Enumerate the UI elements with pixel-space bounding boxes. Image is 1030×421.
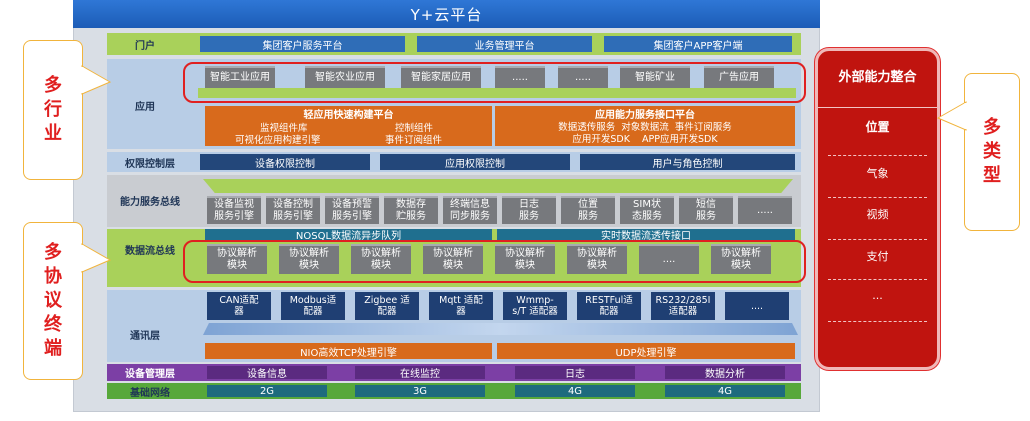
protocol-module-tile: 协议解析 模块 bbox=[711, 244, 771, 274]
app-tile: 智能家居应用 bbox=[401, 66, 481, 88]
service-tile: 位置 服务 bbox=[561, 196, 615, 224]
module-row: 协议解析 模块协议解析 模块协议解析 模块协议解析 模块协议解析 模块协议解析 … bbox=[207, 244, 787, 274]
protocol-highlight bbox=[183, 240, 806, 283]
permission-item: 设备权限控制 bbox=[200, 154, 370, 170]
callout-pointer bbox=[80, 65, 112, 95]
service-tile: 日志 服务 bbox=[502, 196, 556, 224]
side-item-weather: 气象 bbox=[866, 167, 889, 180]
multi-industry-callout: 多 行 业 bbox=[23, 40, 83, 180]
device-mgmt-item: 日志 bbox=[515, 366, 635, 380]
app-tile: ..... bbox=[558, 66, 608, 88]
external-capability-panel: 外部能力整合 位置 气象 视频 支付 ... bbox=[815, 48, 940, 370]
device-mgmt-label: 设备管理层 bbox=[125, 369, 175, 380]
realtime-passthrough-header: 实时数据流透传接口 bbox=[497, 229, 795, 242]
portal-layer-label: 门户 bbox=[135, 40, 155, 52]
diagram-title: Y+云平台 bbox=[73, 0, 820, 28]
portal-item: 集团客户服务平台 bbox=[200, 36, 405, 52]
panel-text: 应用开发SDK APP应用开发SDK bbox=[572, 134, 718, 145]
service-tile: 短信 服务 bbox=[679, 196, 733, 224]
callout-pointer bbox=[80, 243, 112, 273]
device-mgmt-item: 数据分析 bbox=[665, 366, 785, 380]
app-tile: 智能农业应用 bbox=[305, 66, 385, 88]
side-item-more: ... bbox=[872, 288, 883, 302]
adapter-tile: CAN适配 器 bbox=[207, 292, 271, 320]
adapter-tile: Modbus适 配器 bbox=[281, 292, 345, 320]
app-tile: ..... bbox=[495, 66, 545, 88]
network-label: 基础网络 bbox=[130, 387, 170, 399]
adapter-base-strip bbox=[203, 323, 798, 335]
panel-text: 可视化应用构建引擎 bbox=[235, 135, 321, 146]
protocol-module-tile: 协议解析 模块 bbox=[423, 244, 483, 274]
adapter-tile: .... bbox=[725, 292, 789, 320]
nosql-queue-header: NOSQL数据流异步队列 bbox=[205, 229, 492, 242]
service-tile: SIM状 态服务 bbox=[620, 196, 674, 224]
permission-layer-label: 权限控制层 bbox=[125, 158, 175, 170]
callout-pointer bbox=[936, 101, 968, 131]
service-tile: 设备监视 服务引擎 bbox=[207, 196, 261, 224]
capability-bus-strip bbox=[203, 179, 793, 193]
service-tile: 设备预警 服务引擎 bbox=[325, 196, 379, 224]
service-row: 设备监视 服务引擎设备控制 服务引擎设备预警 服务引擎数据存 贮服务终端信息 同… bbox=[207, 196, 797, 224]
app-tile: 广告应用 bbox=[704, 66, 774, 88]
side-divider bbox=[818, 107, 937, 108]
industry-highlight bbox=[183, 62, 806, 103]
side-divider bbox=[828, 279, 927, 280]
device-mgmt-item: 设备信息 bbox=[207, 366, 327, 380]
permission-item: 应用权限控制 bbox=[380, 154, 570, 170]
device-mgmt-item: 在线监控 bbox=[355, 366, 485, 380]
app-capability-api-panel: 应用能力服务接口平台 数据透传服务 对象数据流 事件订阅服务 应用开发SDK A… bbox=[495, 106, 795, 146]
app-tile: 智能矿业 bbox=[620, 66, 690, 88]
panel-text: 控制组件 bbox=[395, 123, 434, 134]
side-divider bbox=[828, 155, 927, 156]
light-app-platform-title: 轻应用快速构建平台 bbox=[303, 109, 394, 121]
network-item: 4G bbox=[515, 385, 635, 397]
portal-item: 业务管理平台 bbox=[417, 36, 592, 52]
adapter-row: CAN适配 器 Modbus适 配器 Zigbee 适 配器 Mqtt 适配 器 Wmm… bbox=[207, 292, 789, 320]
permission-item: 用户与角色控制 bbox=[580, 154, 795, 170]
service-tile: ..... bbox=[738, 196, 792, 224]
side-item-location: 位置 bbox=[865, 119, 890, 134]
network-item: 2G bbox=[207, 385, 327, 397]
application-layer-label: 应用 bbox=[135, 101, 155, 113]
protocol-module-tile: 协议解析 模块 bbox=[207, 244, 267, 274]
nio-tcp-engine: NIO高效TCP处理引擎 bbox=[205, 343, 492, 359]
data-bus-label: 数据流总线 bbox=[125, 245, 175, 257]
adapter-tile: Wmmp- s/T 适配器 bbox=[503, 292, 567, 320]
side-divider bbox=[828, 197, 927, 198]
app-tile: 智能工业应用 bbox=[205, 66, 275, 88]
multi-protocol-callout: 多 协 议 终 端 bbox=[23, 222, 83, 380]
adapter-tile: Zigbee 适 配器 bbox=[355, 292, 419, 320]
panel-text: 数据透传服务 对象数据流 事件订阅服务 bbox=[558, 122, 732, 133]
service-tile: 数据存 贮服务 bbox=[384, 196, 438, 224]
application-green-strip bbox=[198, 88, 796, 98]
side-divider bbox=[828, 239, 927, 240]
protocol-module-tile: 协议解析 模块 bbox=[495, 244, 555, 274]
app-capability-api-title: 应用能力服务接口平台 bbox=[595, 109, 695, 121]
adapter-tile: RS232/285I 适配器 bbox=[651, 292, 715, 320]
side-item-video: 视频 bbox=[866, 208, 889, 221]
panel-text: 事件订阅组件 bbox=[385, 135, 443, 146]
portal-item: 集团客户APP客户端 bbox=[604, 36, 792, 52]
external-capability-title: 外部能力整合 bbox=[838, 69, 917, 85]
network-item: 4G bbox=[665, 385, 785, 397]
panel-text: 监视组件库 bbox=[260, 123, 308, 134]
protocol-module-tile: 协议解析 模块 bbox=[567, 244, 627, 274]
udp-engine: UDP处理引擎 bbox=[497, 343, 795, 359]
multi-type-callout: 多 类 型 bbox=[964, 73, 1020, 231]
network-item: 3G bbox=[355, 385, 485, 397]
protocol-module-tile: .... bbox=[639, 244, 699, 274]
adapter-tile: RESTFul适 配器 bbox=[577, 292, 641, 320]
adapter-tile: Mqtt 适配 器 bbox=[429, 292, 493, 320]
protocol-module-tile: 协议解析 模块 bbox=[351, 244, 411, 274]
light-app-platform-panel: 轻应用快速构建平台 监视组件库 控制组件 可视化应用构建引擎 事件订阅组件 bbox=[205, 106, 492, 146]
communication-layer-label: 通讯层 bbox=[130, 330, 160, 342]
service-tile: 设备控制 服务引擎 bbox=[266, 196, 320, 224]
capability-bus-label: 能力服务总线 bbox=[120, 196, 180, 208]
side-item-payment: 支付 bbox=[866, 250, 889, 263]
service-tile: 终端信息 同步服务 bbox=[443, 196, 497, 224]
side-divider bbox=[828, 321, 927, 322]
protocol-module-tile: 协议解析 模块 bbox=[279, 244, 339, 274]
